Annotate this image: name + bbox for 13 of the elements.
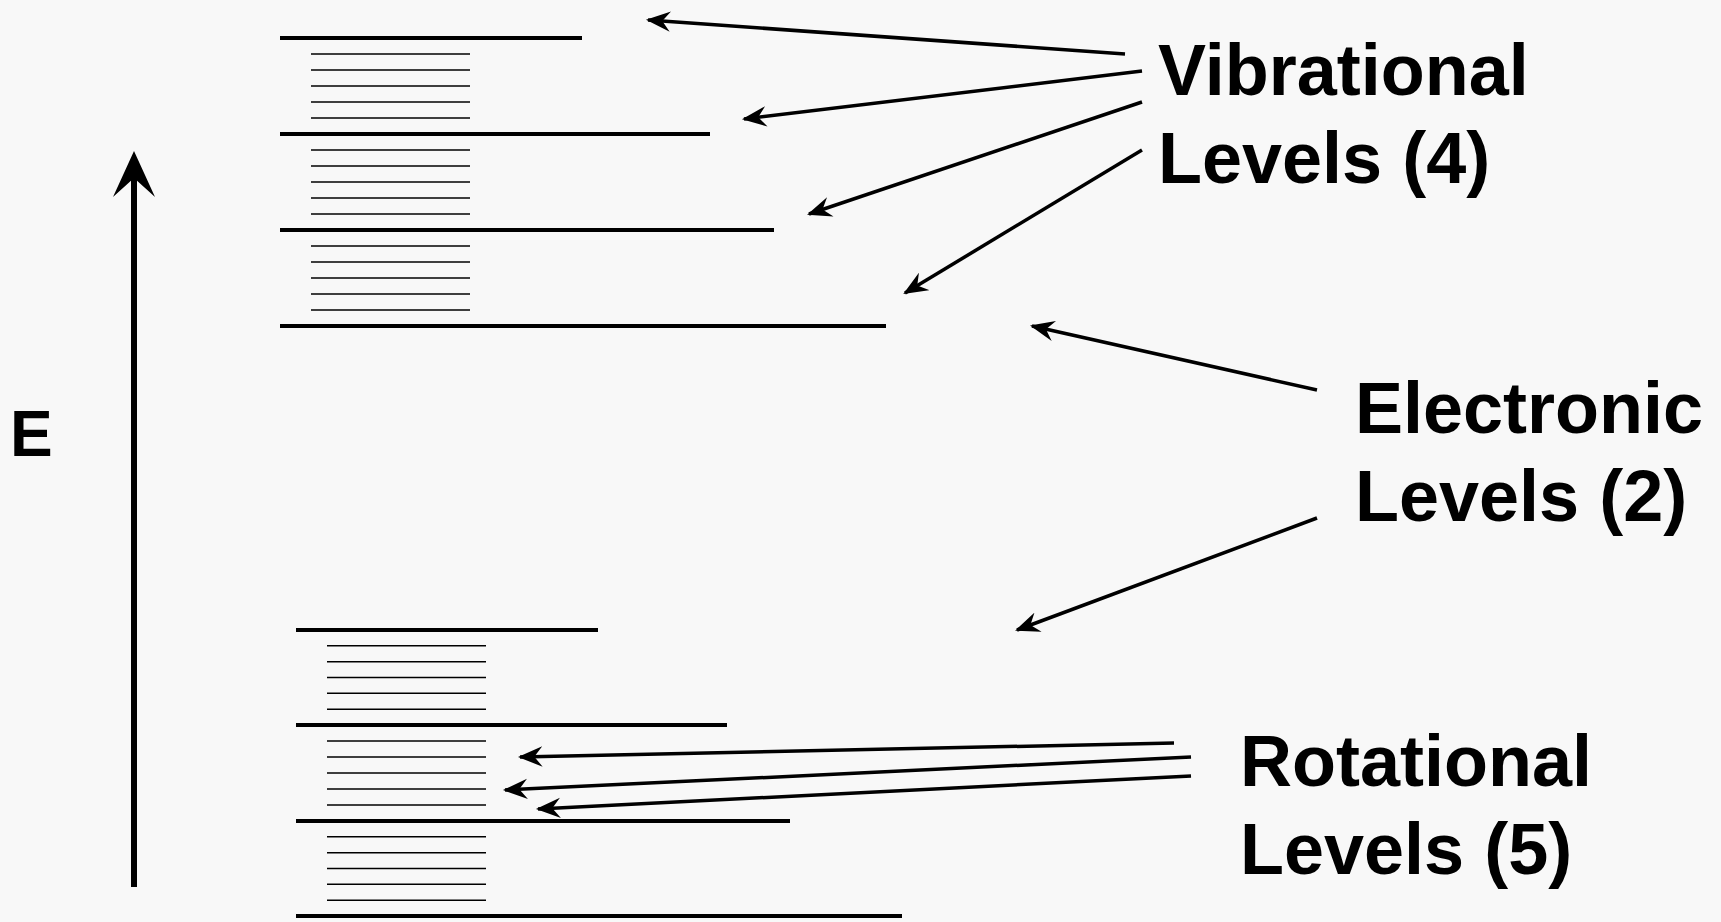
leader-arrow [535, 774, 1192, 819]
leader-arrow [1030, 320, 1318, 392]
leader-arrow [807, 100, 1143, 217]
axis-label: E [10, 398, 53, 470]
level-label: Rotational Levels (5) [1240, 720, 1593, 891]
leader-arrow [1015, 516, 1318, 632]
leader-arrow [903, 148, 1143, 295]
level-label: Electronic Levels (2) [1355, 367, 1705, 538]
leader-arrow [741, 69, 1143, 127]
leader-arrow [502, 755, 1192, 800]
leader-arrow [517, 741, 1175, 767]
leader-arrow [645, 11, 1126, 56]
level-label: Vibrational Levels (4) [1158, 29, 1530, 200]
